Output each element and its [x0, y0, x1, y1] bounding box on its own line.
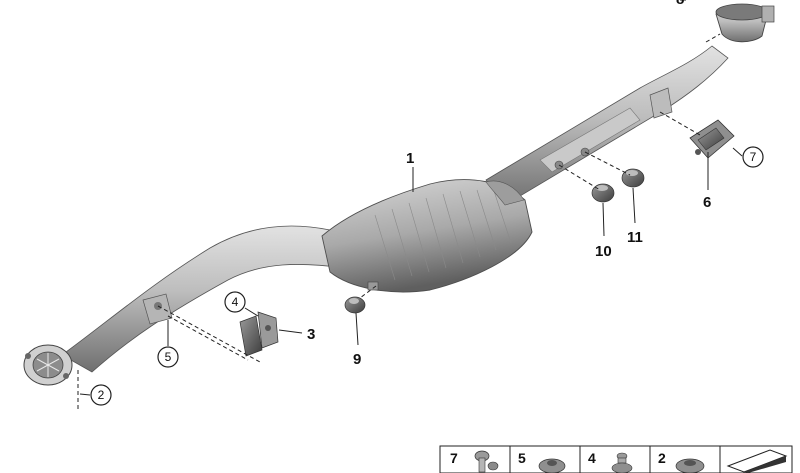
- callout-1: 1: [406, 150, 414, 167]
- nut-icon: [538, 458, 566, 473]
- converter-stud: [367, 281, 379, 291]
- front-flange: [23, 344, 73, 386]
- callout-2-label: 2: [98, 388, 105, 402]
- callout-5: 5: [157, 346, 179, 368]
- callout-10: 10: [595, 243, 612, 260]
- legend-item-7[interactable]: 7: [450, 450, 499, 473]
- legend-item-2-number: 2: [658, 450, 666, 466]
- callout-2: 2: [90, 384, 112, 406]
- callout-3-label: 3: [307, 326, 315, 343]
- rubber-mount-11[interactable]: [621, 168, 645, 188]
- exhaust-pipe-assembly[interactable]: [23, 45, 729, 386]
- converter-ribs: [374, 189, 512, 281]
- callout-7-label: 7: [750, 150, 757, 164]
- front-bracket-3[interactable]: [239, 311, 279, 357]
- callout-4: 4: [224, 291, 246, 313]
- dashed-assembly-lines: [77, 33, 721, 412]
- legend-item-4-number: 4: [588, 450, 596, 466]
- rear-clamp[interactable]: [715, 3, 775, 43]
- legend-item-5[interactable]: 5: [518, 450, 566, 473]
- callout-4-label: 4: [232, 295, 239, 309]
- nut-icon: [675, 458, 705, 473]
- callout-7: 7: [742, 146, 764, 168]
- callout-8: 8: [676, 0, 684, 8]
- callout-6: 6: [703, 194, 711, 211]
- legend-item-2[interactable]: 2: [658, 450, 705, 473]
- callout-1-label: 1: [406, 150, 414, 167]
- gasket-symbol-icon: [726, 449, 788, 473]
- callout-10-label: 10: [595, 243, 612, 260]
- callout-11: 11: [627, 229, 643, 246]
- callout-11-label: 11: [627, 229, 643, 246]
- front-pipe-section: [61, 225, 346, 373]
- heat-shield: [539, 107, 641, 173]
- callout-9-label: 9: [353, 351, 361, 368]
- rear-hanger-6[interactable]: [689, 119, 735, 159]
- bolt-icon: [611, 452, 633, 473]
- callout-3: 3: [307, 326, 315, 343]
- rubber-mount-9[interactable]: [344, 296, 366, 314]
- leader-lines: [79, 0, 743, 396]
- legend-item-4[interactable]: 4: [588, 450, 633, 473]
- converter-outlet-cone: [485, 180, 525, 206]
- bolt-icon: [474, 450, 499, 473]
- callout-8-label: 8: [676, 0, 684, 8]
- callout-9: 9: [353, 351, 361, 368]
- callout-6-label: 6: [703, 194, 711, 211]
- pipe-bracket: [649, 87, 673, 119]
- legend-item-5-number: 5: [518, 450, 526, 466]
- legend-item-7-number: 7: [450, 450, 458, 466]
- small-parts-legend: 7 5 4 2: [439, 445, 793, 473]
- callout-5-label: 5: [165, 350, 172, 364]
- catalytic-converter: [321, 179, 533, 293]
